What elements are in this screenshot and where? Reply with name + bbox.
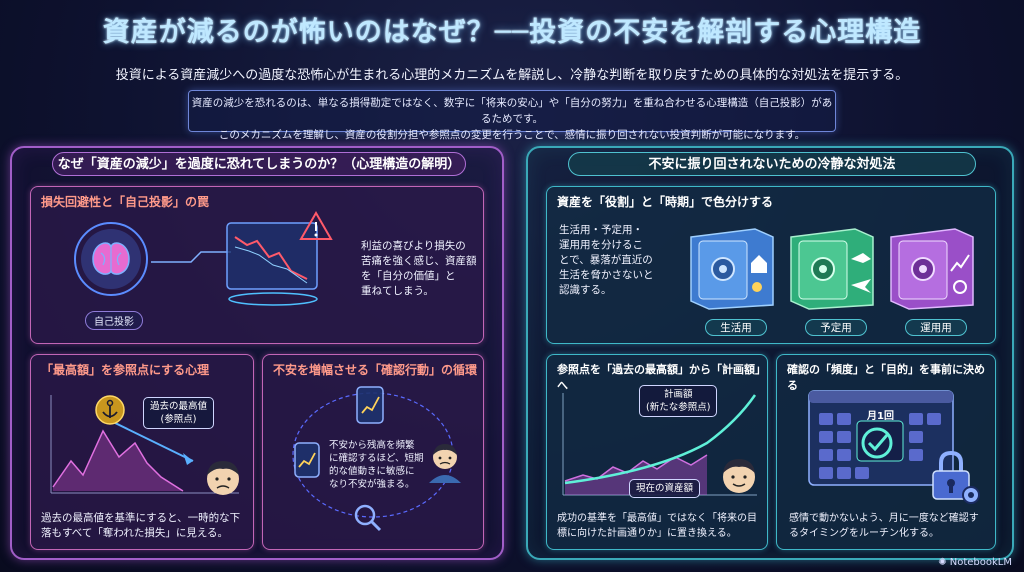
magnifier-icon xyxy=(354,504,382,532)
card-checking-loop-title: 不安を増幅させる「確認行動」の循環 xyxy=(273,363,478,377)
card-asset-allocation-title: 資産を「役割」と「時期」で色分けする xyxy=(557,195,774,209)
anxious-person-icon xyxy=(429,444,461,483)
brain-icon xyxy=(74,222,148,296)
card-check-frequency: 確認の「頻度」と「目的」を事前に決める xyxy=(776,354,996,550)
card-asset-allocation-text: 生活用・予定用・ 運用用を分けるこ とで、暴落が直近の 生活を脅かさないと 認識… xyxy=(559,223,679,298)
card-peak-reference-text-line-2: 落もすべて「奪われた損失」に見える。 xyxy=(41,527,229,539)
card-loss-aversion-text: 利益の喜びより損失の 苦痛を強く感じ、資産額 を「自分の価値」と 重ねてしまう。 xyxy=(361,239,481,299)
safe-blue-icon xyxy=(690,228,774,310)
card-loss-aversion-text-line-2: 苦痛を強く感じ、資産額 xyxy=(361,255,477,267)
safe-green-icon xyxy=(790,228,874,310)
plan-amount-callout-line-1: 計画額 xyxy=(663,389,693,400)
plan-amount-callout: 計画額 (新たな参照点) xyxy=(639,385,718,417)
card-peak-reference-text: 過去の最高値を基準にすると、一時的な下 落もすべて「奪われた損失」に見える。 xyxy=(41,511,251,541)
worried-person-icon xyxy=(207,461,239,495)
safe-label-investment: 運用用 xyxy=(905,319,967,336)
card-asset-allocation-text-line-5: 認識する。 xyxy=(559,284,612,296)
right-panel-heading: 不安に振り回されないための冷静な対処法 xyxy=(568,152,976,176)
card-check-frequency-text-line-1: 感情で動かないよう、月に一度など確認す xyxy=(789,513,979,524)
plan-amount-callout-line-2: (新たな参照点) xyxy=(646,402,711,413)
card-peak-reference-title: 「最高額」を参照点にする心理 xyxy=(41,363,210,377)
card-loss-aversion-text-line-3: を「自分の価値」と xyxy=(361,270,456,282)
card-asset-allocation-text-line-4: 生活を脅かさないと xyxy=(559,269,654,281)
phone-chart-small-icon xyxy=(294,442,320,478)
connector-line-icon xyxy=(151,251,231,263)
card-peak-reference-text-line-1: 過去の最高値を基準にすると、一時的な下 xyxy=(41,512,241,524)
card-plan-reference-title: 参照点を「過去の最高額」から「計画額」へ xyxy=(557,363,766,392)
card-asset-allocation: 資産を「役割」と「時期」で色分けする 生活用・予定用・ 運用用を分けるこ とで、… xyxy=(546,186,996,344)
summary-line-2: このメカニズムを理解し、資産の役割分担や参照点の変更を行うことで、感情に振り回さ… xyxy=(218,129,806,141)
self-projection-tag: 自己投影 xyxy=(85,311,143,330)
calm-person-icon xyxy=(723,459,755,493)
card-asset-allocation-text-line-1: 生活用・予定用・ xyxy=(559,224,643,236)
card-plan-reference: 参照点を「過去の最高額」から「計画額」へ 計画額 (新たな参照点) 現在の資産額… xyxy=(546,354,768,550)
card-checking-loop-text: 不安から残高を頻繁 に確認するほど、短期 的な値動きに敏感に なり不安が強まる。 xyxy=(329,439,429,491)
left-panel-heading: なぜ「資産の減少」を過度に恐れてしまうのか？（心理構造の解明） xyxy=(52,152,466,176)
brand-footer: ✺ NotebookLM xyxy=(938,557,1012,568)
card-asset-allocation-text-line-3: とで、暴落が直近の xyxy=(559,254,653,266)
summary-line-1: 資産の減少を恐れるのは、単なる損得勘定ではなく、数字に「将来の安心」や「自分の努… xyxy=(191,97,833,125)
card-loss-aversion-title: 損失回避性と「自己投影」の罠 xyxy=(41,195,210,209)
card-checking-loop-text-line-1: 不安から残高を頻繁 xyxy=(329,440,415,451)
lock-gear-icon xyxy=(932,450,980,504)
card-plan-reference-text-line-2: 標に向けた計画通りか」に置き換える。 xyxy=(557,528,737,539)
card-plan-reference-text: 成功の基準を「最高値」ではなく「将来の目 標に向けた計画通りか」に置き換える。 xyxy=(557,511,767,541)
safe-label-planned: 予定用 xyxy=(805,319,867,336)
page-title: 資産が減るのが怖いのはなぜ？──投資の不安を解剖する心理構造 xyxy=(102,17,922,48)
card-checking-loop: 不安を増幅させる「確認行動」の循環 不安から残高を頻繁 に確認するほど、短期 xyxy=(262,354,484,550)
anchor-icon xyxy=(95,395,125,425)
warning-icon xyxy=(299,210,333,240)
brand-logo-icon: ✺ xyxy=(938,557,950,568)
calendar-icon xyxy=(808,390,954,486)
peak-value-callout: 過去の最高値 (参照点) xyxy=(143,397,215,429)
card-asset-allocation-text-line-2: 運用用を分けるこ xyxy=(559,239,643,251)
card-loss-aversion-text-line-4: 重ねてしまう。 xyxy=(361,285,434,297)
falling-chart-monitor-icon xyxy=(226,222,318,306)
calendar-monthly-label: 月1回 xyxy=(867,411,894,422)
card-check-frequency-text-line-2: るタイミングをルーチン化する。 xyxy=(789,528,939,539)
phone-chart-icon xyxy=(356,386,384,424)
peak-drop-chart-icon xyxy=(50,395,239,494)
peak-value-callout-line-2: (参照点) xyxy=(160,414,197,425)
left-panel: なぜ「資産の減少」を過度に恐れてしまうのか？（心理構造の解明） 損失回避性と「自… xyxy=(10,146,504,560)
card-check-frequency-text: 感情で動かないよう、月に一度など確認す るタイミングをルーチン化する。 xyxy=(789,511,995,541)
card-checking-loop-text-line-2: に確認するほど、短期 xyxy=(329,453,424,464)
card-checking-loop-text-line-3: 的な値動きに敏感に xyxy=(329,466,415,477)
card-loss-aversion-text-line-1: 利益の喜びより損失の xyxy=(361,240,466,252)
page-subtitle: 投資による資産減少への過度な恐怖心が生まれる心理的メカニズムを解説し、冷静な判断… xyxy=(115,68,909,83)
safe-purple-icon xyxy=(890,228,974,310)
card-peak-reference: 「最高額」を参照点にする心理 過去の最高値 (参照点) 過去の最 xyxy=(30,354,254,550)
peak-value-callout-line-1: 過去の最高値 xyxy=(150,401,208,412)
card-plan-reference-text-line-1: 成功の基準を「最高値」ではなく「将来の目 xyxy=(557,513,757,524)
brand-label: NotebookLM xyxy=(949,557,1012,568)
card-checking-loop-text-line-4: なり不安が強まる。 xyxy=(329,479,415,490)
card-check-frequency-title: 確認の「頻度」と「目的」を事前に決める xyxy=(787,363,985,392)
summary-box: 資産の減少を恐れるのは、単なる損得勘定ではなく、数字に「将来の安心」や「自分の努… xyxy=(188,90,836,141)
current-amount-callout: 現在の資産額 xyxy=(629,479,701,498)
safe-label-living: 生活用 xyxy=(705,319,767,336)
card-loss-aversion: 損失回避性と「自己投影」の罠 自己投影 利益の喜びより損失の 苦痛を強く感じ、資… xyxy=(30,186,484,344)
right-panel: 不安に振り回されないための冷静な対処法 資産を「役割」と「時期」で色分けする 生… xyxy=(526,146,1014,560)
